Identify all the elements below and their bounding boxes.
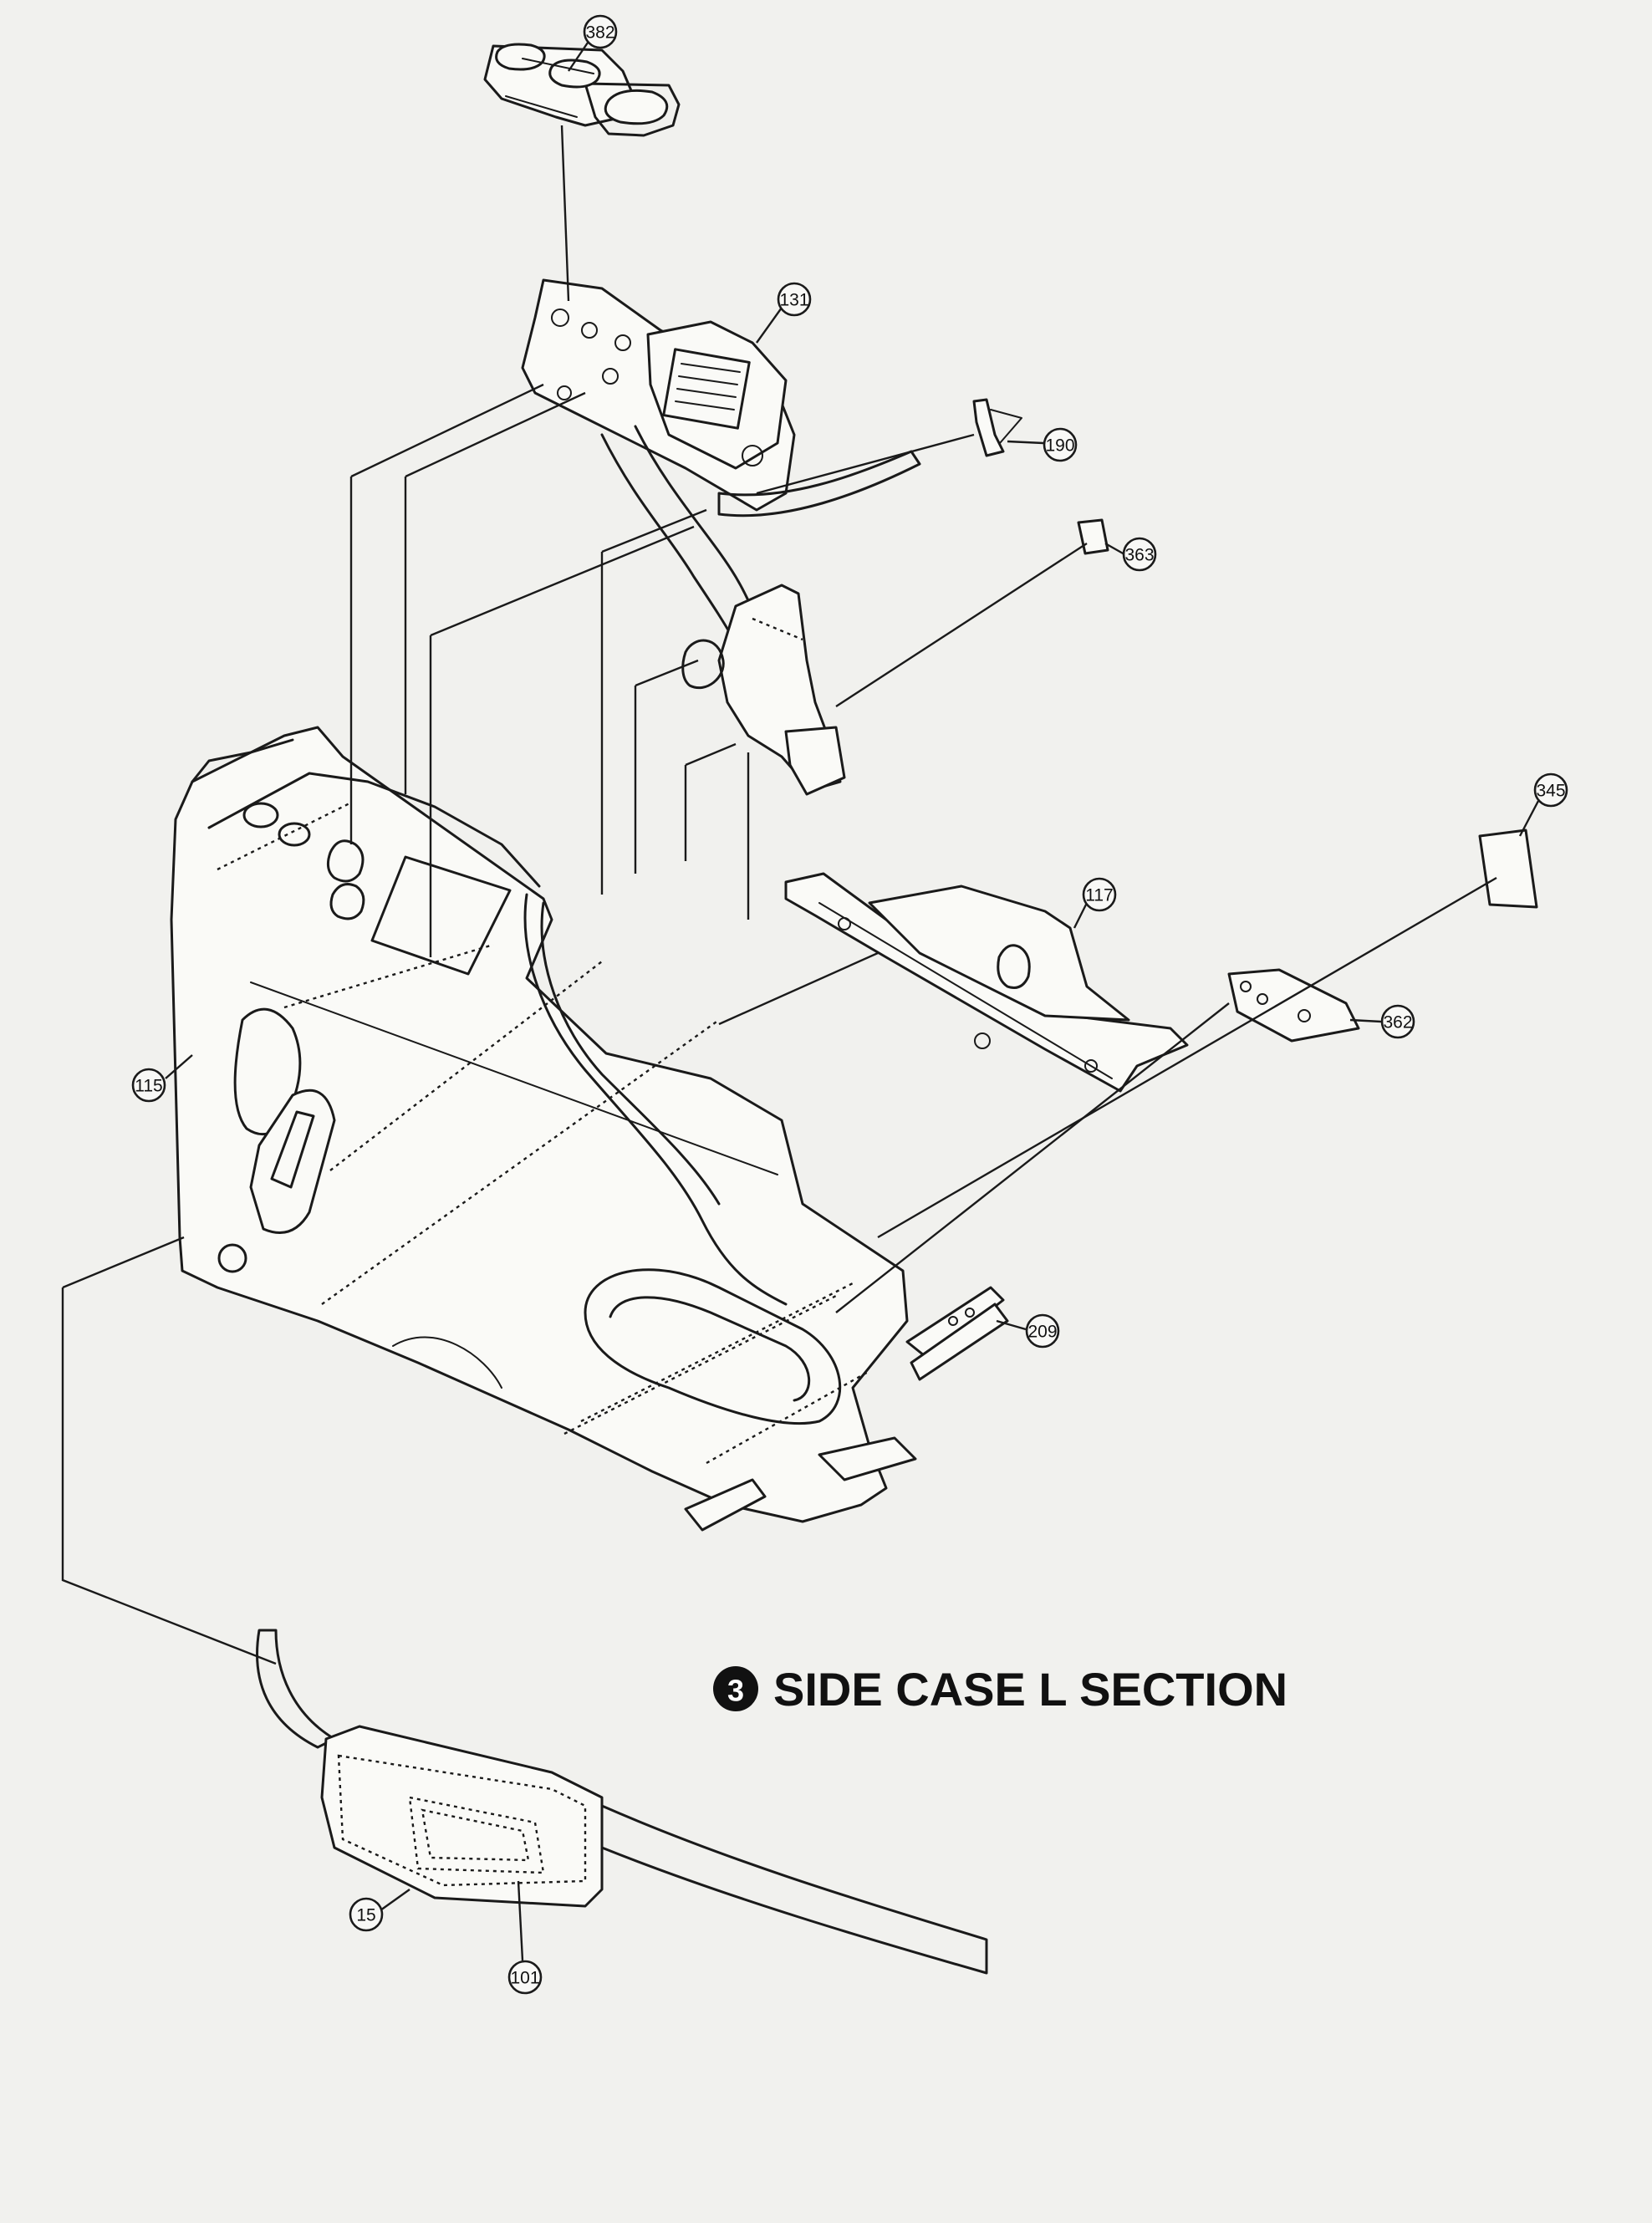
section-number-badge: 3: [713, 1666, 758, 1711]
part-362-plate: [1227, 968, 1360, 1043]
part-middle-bracket: [681, 584, 846, 796]
part-131-bracket-assembly: [521, 278, 921, 518]
callout-label: 101: [510, 1969, 539, 1988]
callout-15: 15: [349, 1897, 384, 1932]
callout-345: 345: [1533, 772, 1568, 808]
callout-131: 131: [777, 282, 812, 317]
part-345-sheet: [1478, 829, 1538, 909]
part-382-button-board: [483, 43, 681, 137]
callout-label: 345: [1536, 782, 1565, 801]
callout-label: 209: [1027, 1323, 1057, 1342]
callout-label: 382: [585, 23, 614, 43]
part-117-long-bracket: [784, 872, 1189, 1093]
callout-label: 115: [135, 1077, 162, 1096]
section-number: 3: [727, 1674, 744, 1708]
callout-362: 362: [1380, 1004, 1415, 1039]
callout-101: 101: [507, 1960, 543, 1995]
part-363-pad: [1077, 518, 1109, 555]
callout-label: 362: [1383, 1013, 1412, 1032]
callout-382: 382: [583, 14, 618, 49]
callout-label: 190: [1045, 436, 1074, 456]
callout-label: 15: [356, 1906, 375, 1925]
callout-190: 190: [1043, 427, 1078, 462]
part-190-clip: [972, 398, 1022, 457]
callout-115: 115: [131, 1068, 166, 1103]
callout-label: 131: [779, 291, 808, 310]
callout-363: 363: [1122, 537, 1157, 572]
callout-label: 363: [1124, 546, 1154, 565]
part-15-grip-belt: [256, 1629, 988, 1975]
section-title: 3 SIDE CASE L SECTION: [713, 1663, 1287, 1716]
leader-lines: [61, 125, 1497, 1665]
callout-leaders: [165, 39, 1540, 1961]
callout-209: 209: [1025, 1313, 1060, 1349]
callout-117: 117: [1082, 877, 1117, 912]
section-title-text: SIDE CASE L SECTION: [773, 1663, 1287, 1716]
part-115-side-case: [170, 726, 917, 1532]
part-209-plate: [905, 1286, 1009, 1381]
callout-label: 117: [1085, 886, 1113, 905]
screw-alignment-lines: [217, 617, 870, 1465]
